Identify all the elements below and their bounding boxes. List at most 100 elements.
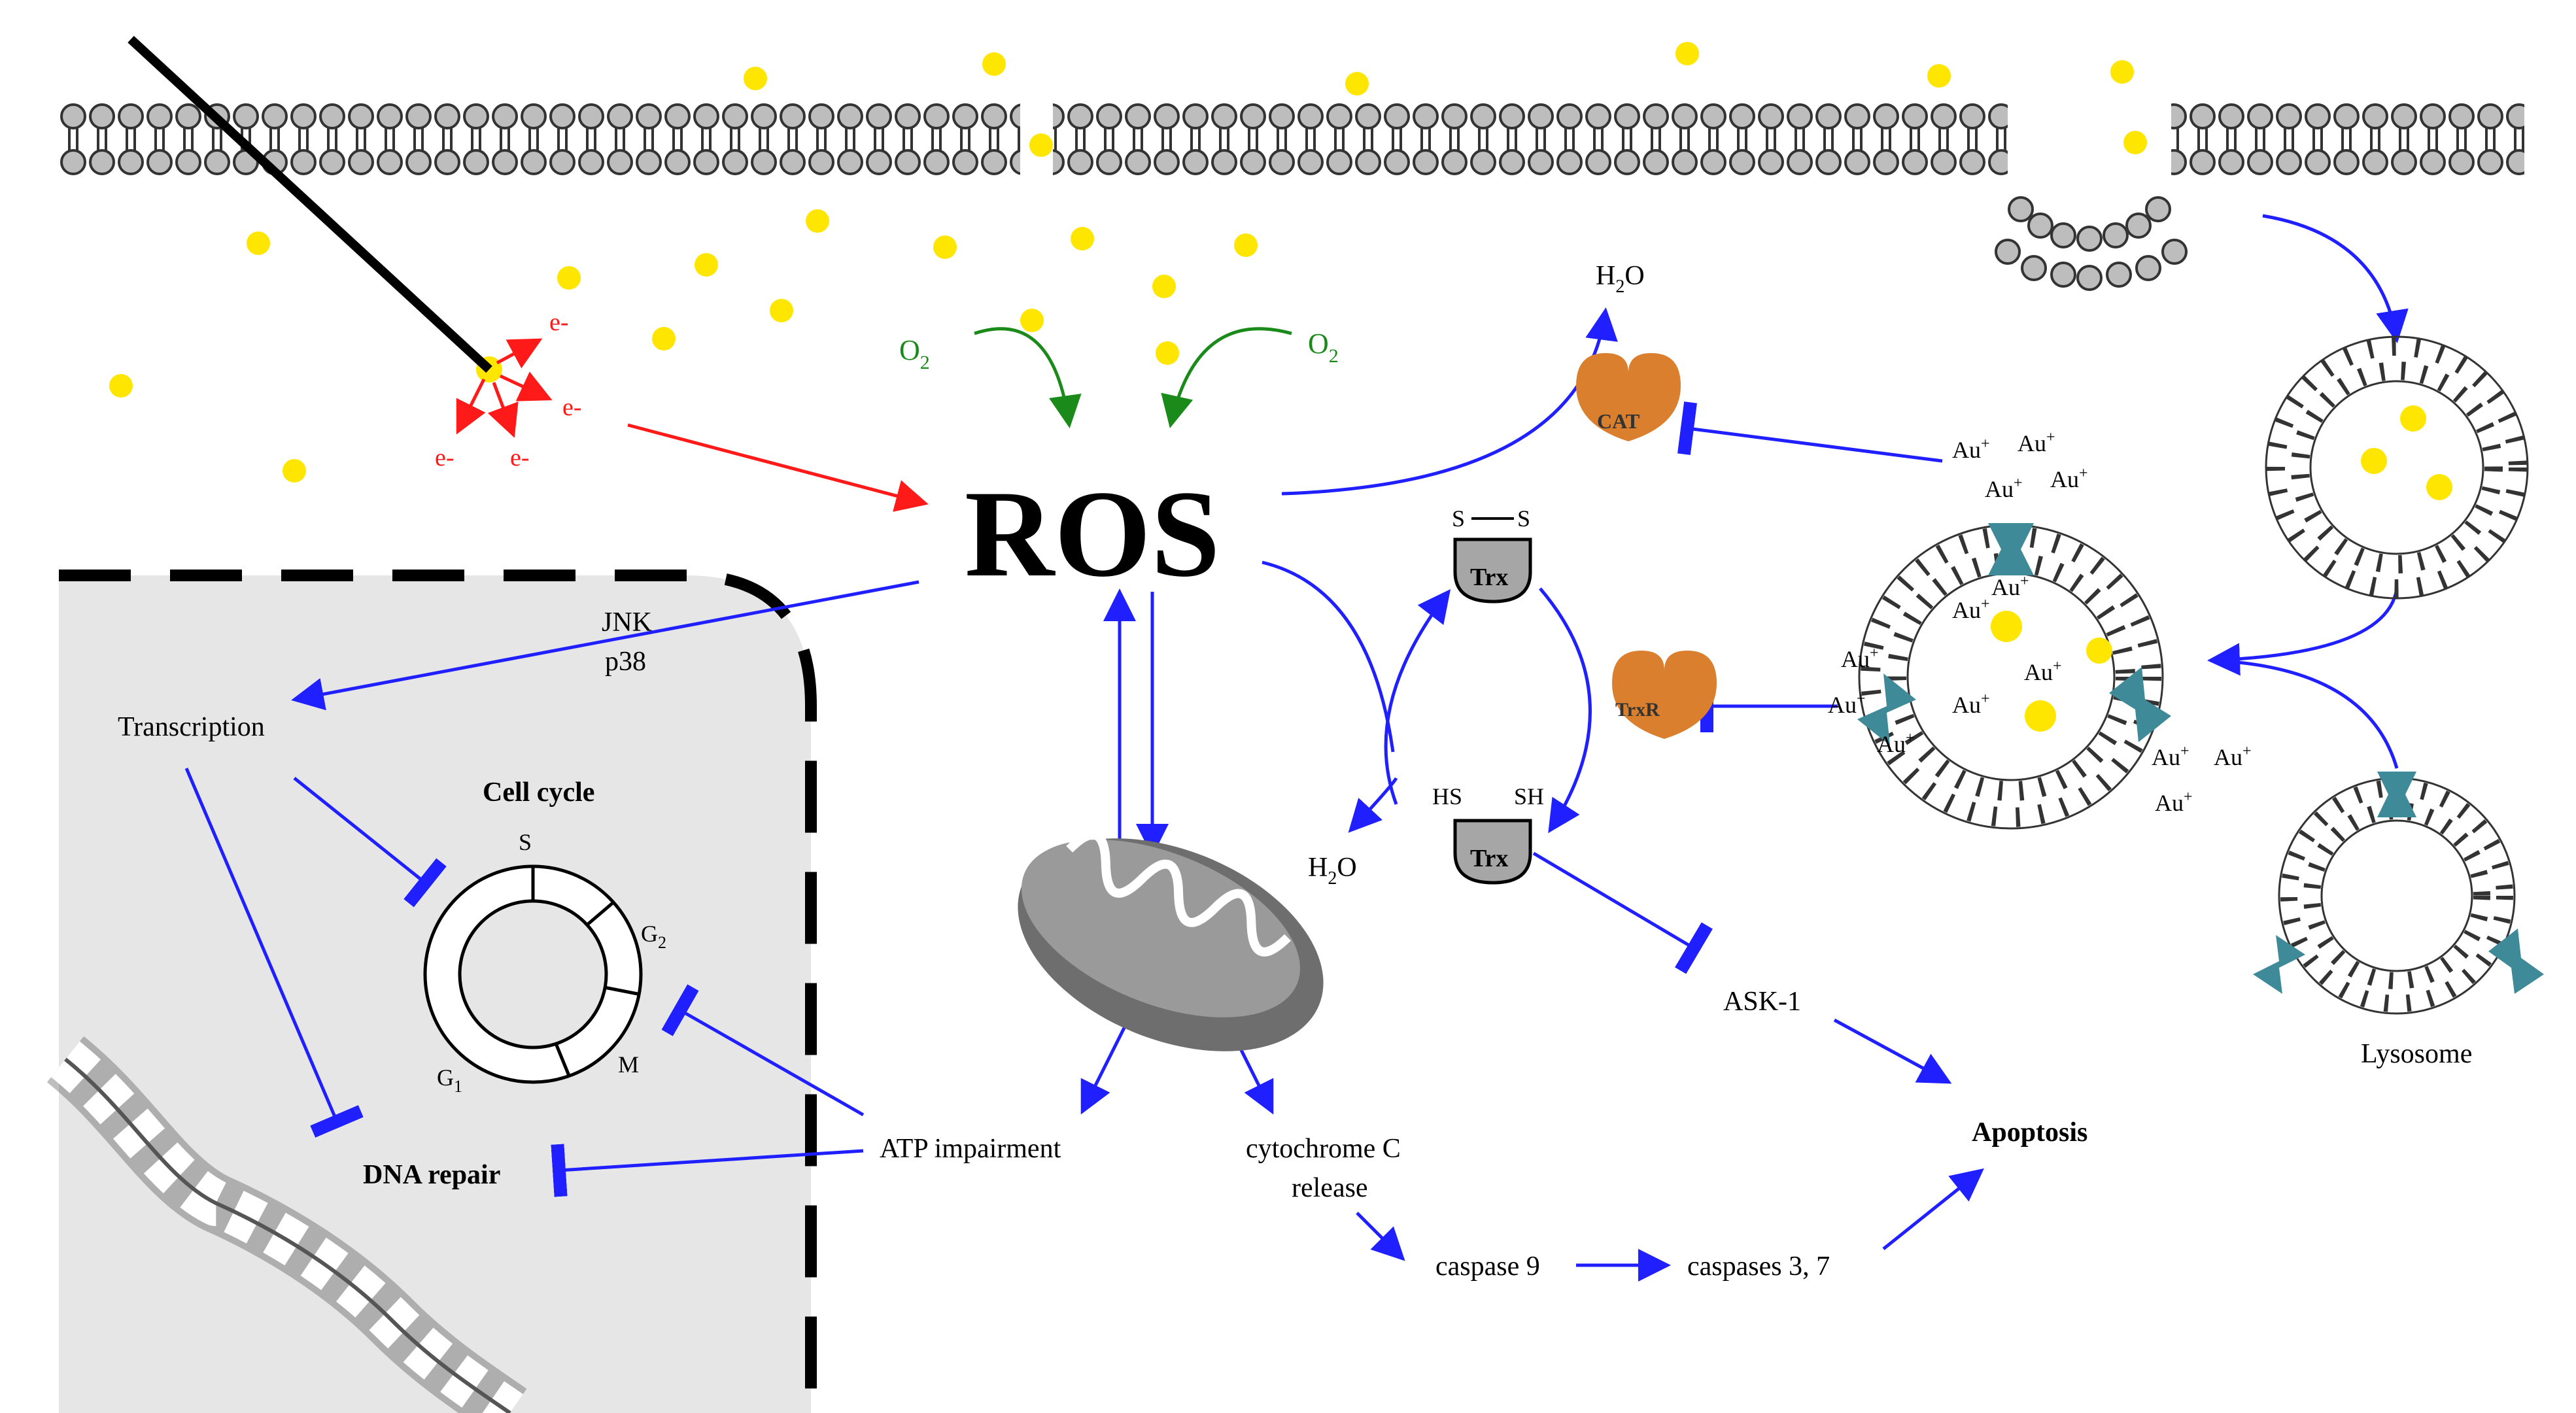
inhibit-cellcycle-atp: [661, 984, 865, 1117]
trx-reduced: Trx HS SH: [1432, 783, 1544, 885]
au-ion: Au+: [1877, 730, 1915, 757]
au-ion: Au+: [1985, 475, 2023, 502]
arrow-ros-trx: [1262, 560, 1395, 753]
hs-label: HS: [1432, 783, 1462, 809]
au-ion: Au+: [2024, 658, 2062, 685]
pathway-labels: JNK p38 Transcription Cell cycle S G2 M …: [118, 607, 2087, 1282]
ros-label: ROS: [965, 466, 1220, 603]
au-ion: Au+: [2050, 465, 2088, 492]
oxygen-label-left: O2: [899, 334, 930, 373]
arrow-casp37-apoptosis: [1882, 1168, 1984, 1250]
au-ion: Au+: [2214, 743, 2252, 770]
gold-np: [2025, 700, 2056, 732]
atp-impairment-label: ATP impairment: [880, 1134, 1061, 1164]
sulfur-label: S: [1517, 505, 1530, 532]
signal-arrows: [291, 214, 2409, 1282]
arrow-trx-oxidize: [1539, 587, 1592, 834]
endocytosis-pit: [1995, 196, 2188, 291]
cytochrome-label-line2: release: [1292, 1173, 1368, 1203]
cell-membrane: [59, 98, 2524, 291]
trx-label: Trx: [1470, 564, 1508, 591]
p38-label: p38: [605, 647, 646, 677]
gold-np: [247, 231, 270, 255]
phase-s: S: [519, 829, 532, 855]
caspase9-label: caspase 9: [1435, 1251, 1540, 1282]
au-ion: Au+: [1841, 645, 1879, 672]
arrow-ros-water: [1281, 307, 1618, 496]
phase-m: M: [618, 1051, 639, 1078]
electron-emission: [456, 338, 929, 512]
au-ion: Au+: [2152, 743, 2190, 770]
arrow-ros-transcription: [291, 580, 919, 711]
jnk-label: JNK: [602, 607, 652, 638]
electron-label: e-: [549, 309, 569, 336]
gold-np: [2123, 131, 2147, 154]
gold-np: [933, 235, 957, 259]
fused-lysosome: [1857, 523, 2171, 830]
inhibition-lines: [184, 401, 1943, 1197]
phase-g1: G1: [437, 1064, 462, 1096]
lysosome-label: Lysosome: [2361, 1039, 2472, 1069]
arrow-trx-reduce: [1384, 589, 1451, 805]
arrow-vesicle-merge: [2207, 588, 2399, 676]
inhibit-dna-atp: [551, 1144, 864, 1197]
gold-np: [982, 52, 1006, 76]
endocytic-vesicle: [2265, 335, 2529, 600]
gold-np: [2426, 474, 2452, 500]
gold-np: [744, 67, 767, 90]
cell-cycle-ring: [423, 864, 643, 1084]
gold-np: [1345, 72, 1369, 95]
cell-cycle-title: Cell cycle: [483, 777, 594, 808]
electron-label: e-: [435, 444, 455, 471]
electron-label: e-: [510, 444, 530, 471]
arrow-ask1-apoptosis: [1833, 1018, 1952, 1084]
lysosome: [2253, 772, 2544, 1015]
au-ion: Au+: [1952, 690, 1990, 718]
gold-np: [2400, 405, 2426, 432]
inhibit-ask1: [1532, 851, 1713, 974]
au-ion: Au+: [1952, 596, 1990, 623]
water-label-bottom: H2O: [1308, 853, 1357, 889]
cytochrome-label-line1: cytochrome C: [1246, 1134, 1401, 1164]
gold-np: [770, 299, 793, 322]
laser-probe: [128, 35, 492, 373]
water-label-top: H2O: [1596, 261, 1645, 297]
gold-np: [1071, 227, 1094, 250]
dna-repair-label: DNA repair: [363, 1160, 500, 1190]
gold-np: [283, 459, 306, 483]
gold-np: [1927, 64, 1951, 88]
dna-double-helix: [46, 1036, 527, 1413]
trxr-enzyme: TrxR: [1612, 651, 1717, 739]
gold-np: [652, 327, 676, 350]
gold-np: [1029, 133, 1053, 157]
phase-g2: G2: [641, 921, 666, 952]
gold-np: [1675, 42, 1699, 65]
cat-enzyme: CAT: [1576, 353, 1681, 441]
gold-np: [2110, 60, 2134, 84]
arrow-cyto-casp9: [1356, 1212, 1405, 1261]
trx-label: Trx: [1470, 845, 1508, 872]
sulfur-label: S: [1452, 505, 1465, 532]
gold-np: [806, 209, 829, 233]
gold-np: [1020, 309, 1044, 332]
caspases37-label: caspases 3, 7: [1687, 1251, 1830, 1282]
gold-np: [109, 374, 133, 398]
gold-np: [1991, 611, 2022, 642]
gold-np: [557, 266, 581, 290]
gold-np: [1152, 275, 1176, 298]
gold-nanoparticles: [109, 42, 2147, 483]
au-ion: Au+: [2155, 789, 2193, 816]
oxygen-label-right: O2: [1308, 328, 1339, 367]
inhibit-cat: [1677, 401, 1943, 463]
au-ion: Au+: [1828, 690, 1866, 718]
oxygen-input: [974, 327, 1292, 428]
cat-label: CAT: [1597, 409, 1640, 433]
gold-np: [1156, 341, 1179, 365]
au-ion: Au+: [2018, 429, 2055, 456]
gold-np: [695, 253, 718, 277]
apoptosis-label: Apoptosis: [1972, 1117, 2087, 1148]
inhibit-dna-transcription: [184, 768, 364, 1138]
arrow-trx-water: [1348, 777, 1398, 833]
gold-ions: Au+ Au+ Au+ Au+ Au+ Au+ Au+ Au+ Au+ Au+ …: [1828, 429, 2252, 816]
